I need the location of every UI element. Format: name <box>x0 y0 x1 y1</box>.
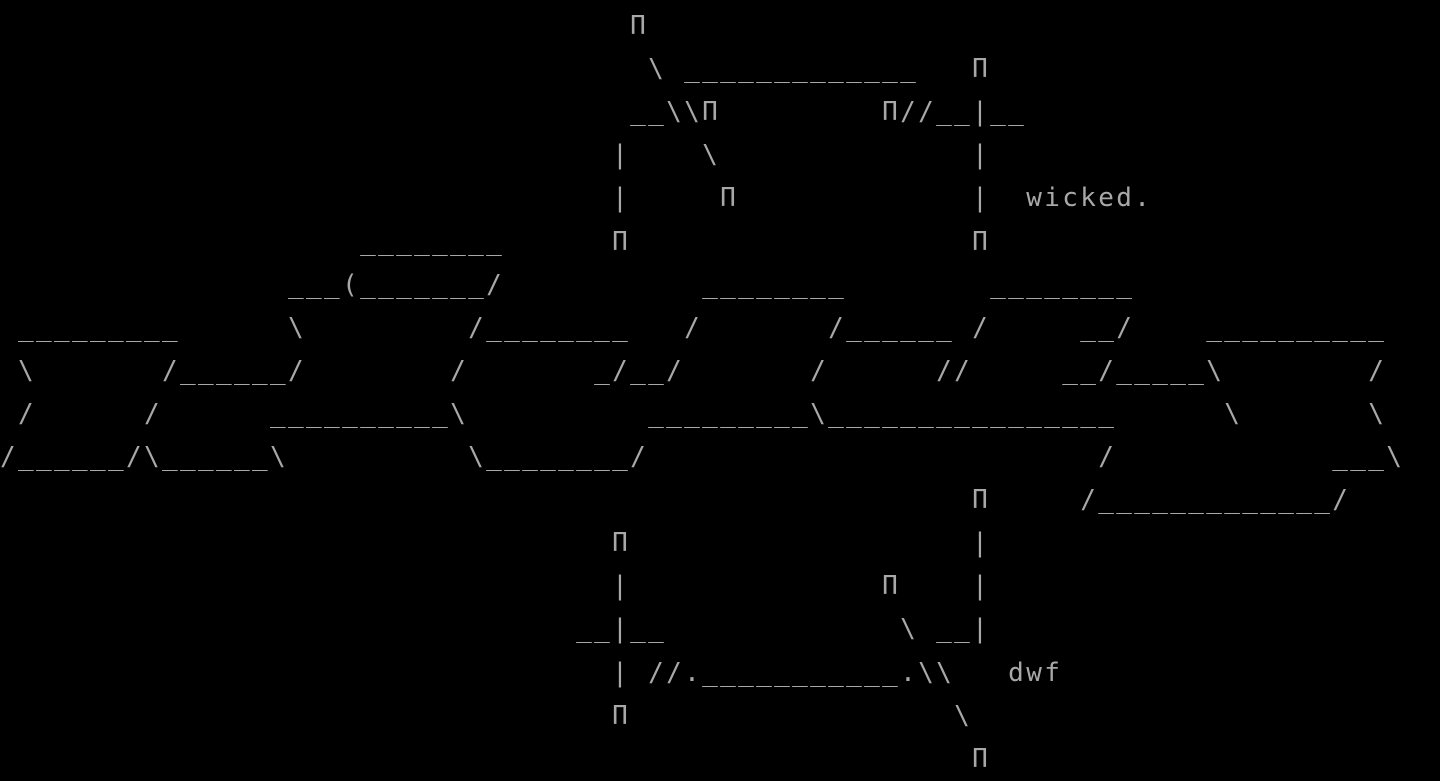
ascii-row: ________ Π Π <box>0 226 991 257</box>
ascii-row: Π | <box>0 528 991 559</box>
ascii-row: | \ | <box>0 140 991 171</box>
ascii-row: \ _____________ Π <box>0 54 991 85</box>
ascii-row: \ /______/ / _/__/ / // __/_____\ / <box>0 355 1387 386</box>
ascii-row: Π <box>0 743 991 774</box>
ascii-row-wicked: | Π | wicked. <box>0 183 1153 214</box>
ascii-row: Π \ <box>0 700 973 731</box>
ascii-row: __|__ \ __| <box>0 614 991 645</box>
ascii-row: ___(_______/ ________ ________ <box>0 269 1135 300</box>
ascii-row: Π /_____________/ <box>0 485 1351 516</box>
ascii-row: | Π | <box>0 571 991 602</box>
ascii-row: _________ \ /________ / /______ / __/ __… <box>0 312 1387 343</box>
ascii-row: Π <box>0 11 649 41</box>
ascii-row: / / __________\ _________\______________… <box>0 398 1387 429</box>
ascii-row: /______/\______\ \________/ / ___\ <box>0 442 1405 472</box>
ascii-row: __\\Π Π//__|__ <box>0 97 1027 128</box>
ascii-row-dwf: | //.___________.\\ dwf <box>0 657 1063 688</box>
